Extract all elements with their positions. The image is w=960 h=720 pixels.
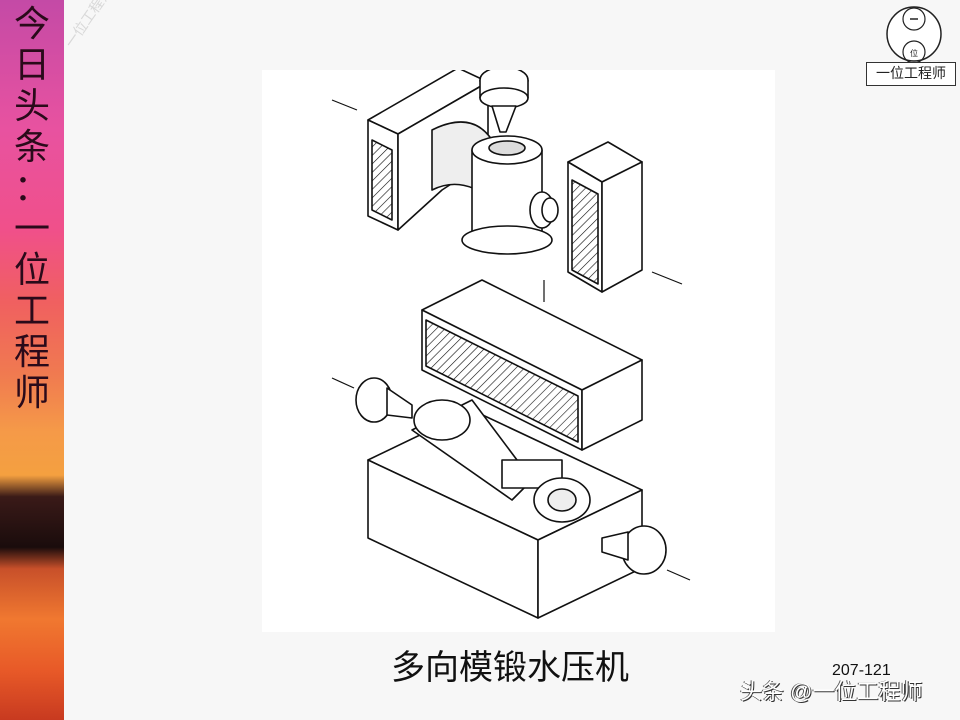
logo-label: 一位工程师 xyxy=(866,62,956,86)
sidebar-char: 师 xyxy=(13,373,50,414)
sidebar-char: 一 xyxy=(13,209,50,250)
sidebar-char: 今 xyxy=(13,4,50,45)
sidebar-char: 日 xyxy=(13,45,50,86)
svg-text:位: 位 xyxy=(910,48,918,58)
slide-caption: 多向模锻水压机 xyxy=(391,648,629,688)
forging-diagram xyxy=(262,32,775,632)
sidebar-char: 位 xyxy=(13,250,50,291)
sidebar-title: 今 日 头 条 ： 一 位 工 程 师 xyxy=(8,4,56,414)
left-die xyxy=(367,67,493,231)
side-punches xyxy=(355,377,667,575)
sidebar-char: 程 xyxy=(13,332,50,373)
logo-emblem-icon: 位 xyxy=(886,6,942,64)
right-die xyxy=(567,141,643,293)
workpiece xyxy=(461,135,559,255)
upper-punch xyxy=(479,66,529,133)
logo: 位 一位工程师 xyxy=(866,2,956,88)
slide-number: 207-121 xyxy=(832,662,891,679)
sidebar-char: 工 xyxy=(13,291,50,332)
sidebar-char: 头 xyxy=(13,86,50,127)
lower-workpiece xyxy=(411,399,591,523)
arrow-icons xyxy=(331,32,691,581)
watermark: 一位工程师 xyxy=(62,0,116,51)
top-die xyxy=(421,279,643,451)
credit-watermark: 头条 @一位工程师 xyxy=(740,679,923,704)
sunset-sidebar: 今 日 头 条 ： 一 位 工 程 师 xyxy=(0,0,64,720)
sidebar-char: 条 xyxy=(13,127,50,168)
sidebar-char: ： xyxy=(13,168,50,209)
